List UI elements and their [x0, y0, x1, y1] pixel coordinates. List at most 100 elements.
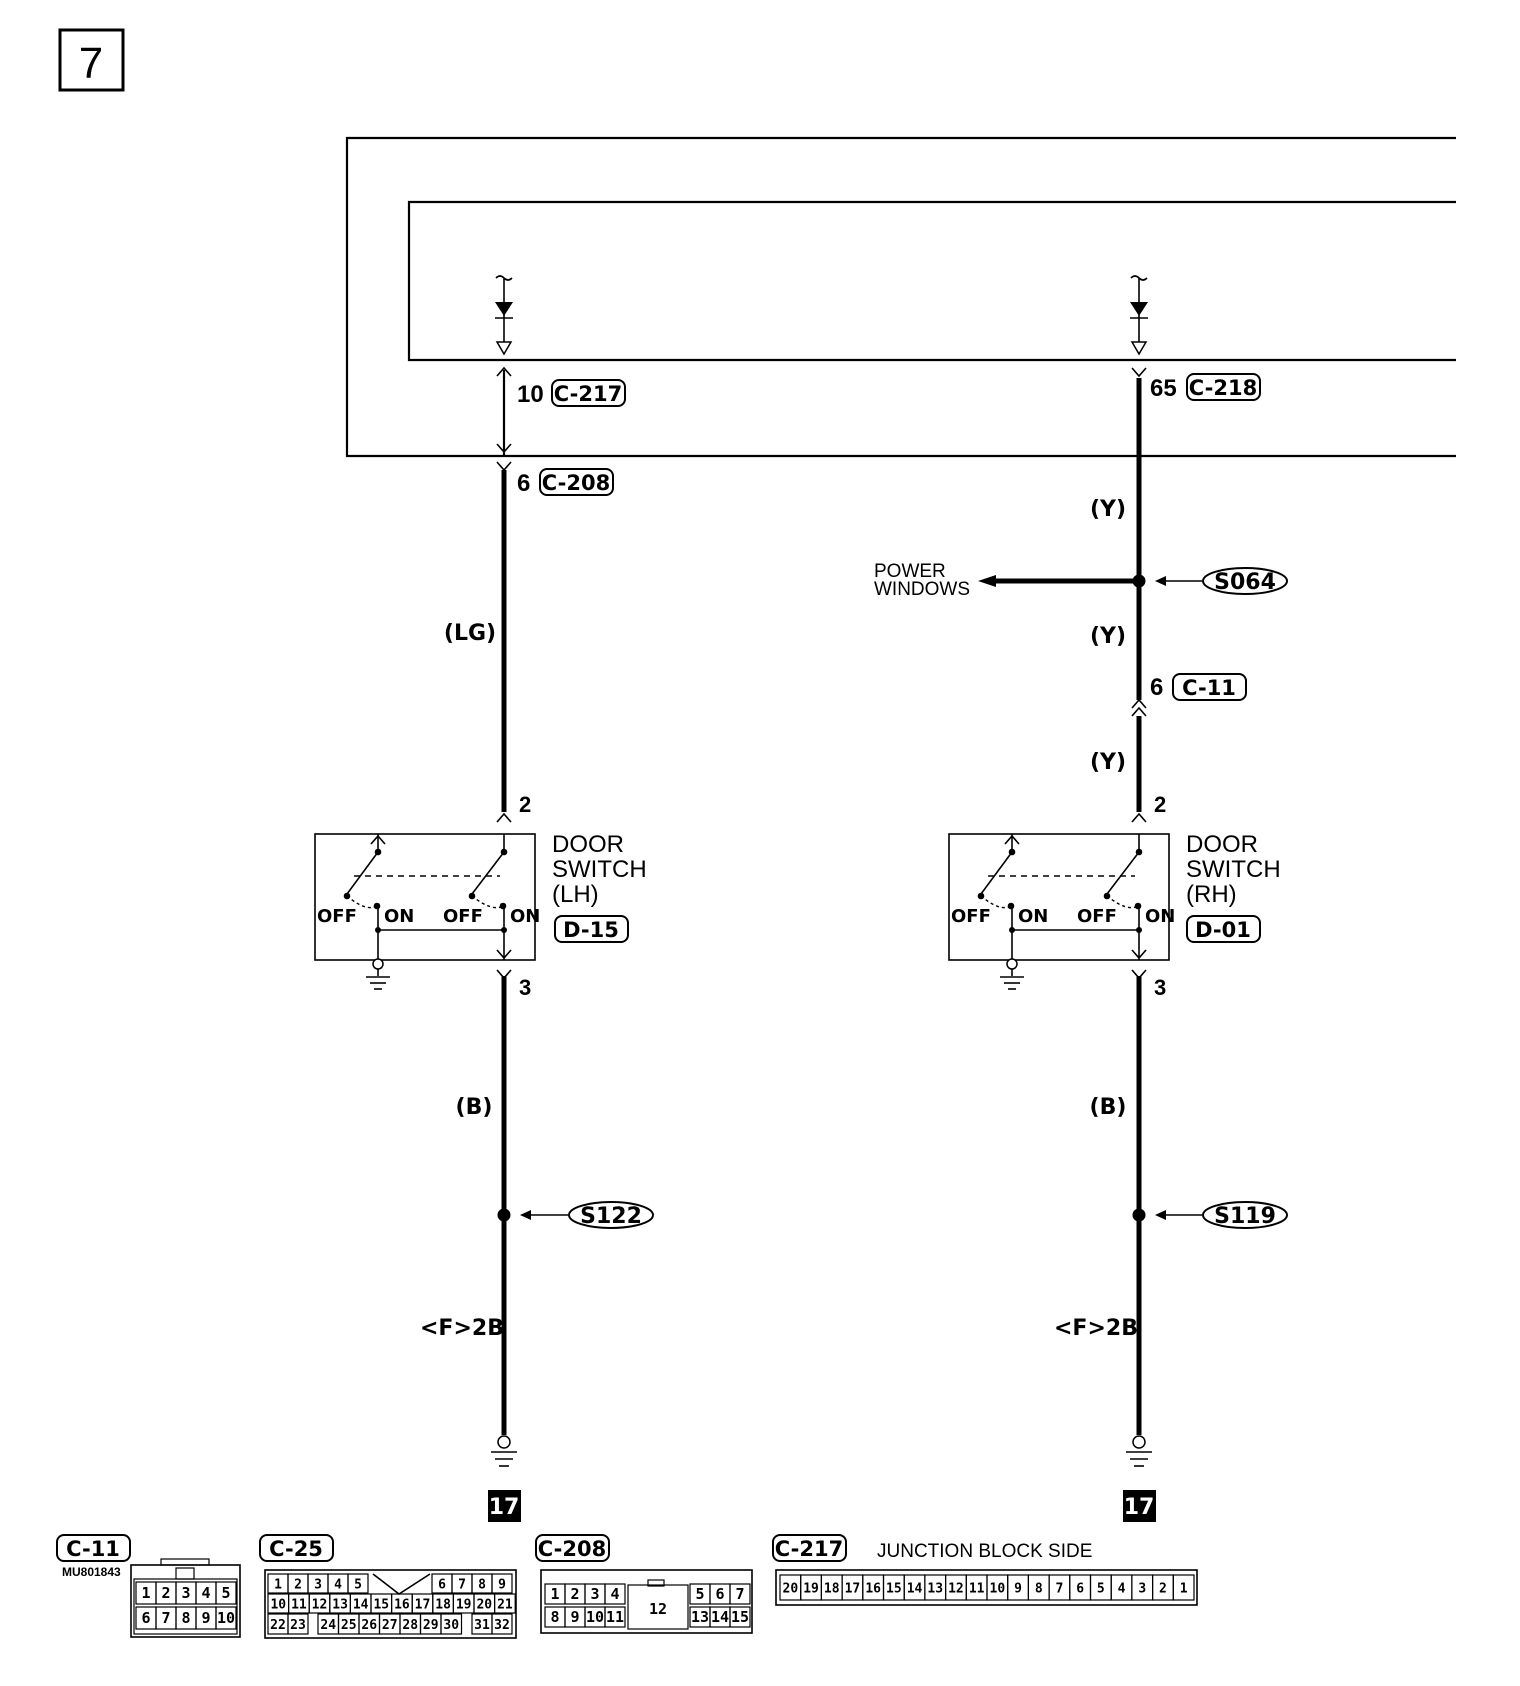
splice-s064-label: S064	[1214, 570, 1276, 595]
pin-number: 16	[865, 1582, 881, 1597]
pin-number: 7	[1056, 1582, 1064, 1597]
pin-number: 2	[570, 1585, 579, 1603]
pin-number: 29	[423, 1618, 439, 1633]
pin-number: 7	[161, 1609, 170, 1627]
svg-text:17: 17	[1124, 1495, 1155, 1520]
c11-label: C-11	[1182, 676, 1236, 700]
pin-cell	[287, 1613, 309, 1635]
pin-number: 10	[217, 1609, 235, 1627]
ref-page-right	[1123, 1490, 1156, 1522]
pin-number: 7	[735, 1585, 744, 1603]
pin-number: 6	[141, 1609, 150, 1627]
pin-number: 9	[498, 1578, 506, 1593]
svg-text:C-217: C-217	[775, 1537, 843, 1561]
switch-lh-name-1: DOOR	[552, 831, 624, 858]
svg-text:12: 12	[649, 1600, 667, 1618]
svg-text:MU801843: MU801843	[62, 1565, 121, 1579]
pin-number: 6	[1076, 1582, 1084, 1597]
pin-number: 14	[711, 1608, 729, 1626]
switch-lh-ground-icon	[366, 958, 390, 990]
pin-number: 17	[845, 1582, 861, 1597]
pin-cell	[604, 1583, 626, 1605]
inner-unit-box	[407, 200, 1456, 362]
pin-number: 25	[341, 1618, 357, 1633]
svg-text:C-25: C-25	[269, 1537, 323, 1561]
page-number: 7	[58, 28, 125, 92]
ref-page-left	[488, 1490, 521, 1522]
pin-number: 11	[291, 1598, 307, 1613]
pin-number: 11	[606, 1608, 624, 1626]
svg-text:JUNCTION BLOCK SIDE: JUNCTION BLOCK SIDE	[877, 1541, 1092, 1562]
wire-color-y-1: (Y)	[1090, 497, 1126, 522]
pin-number: 2	[1159, 1582, 1167, 1597]
pin-number: 5	[1097, 1582, 1105, 1597]
c11-pin: 6	[1150, 674, 1163, 701]
door-switch-rh-box	[948, 833, 1170, 961]
ground-right-label: <F>2B	[1054, 1316, 1138, 1341]
splice-s064-dot	[1132, 574, 1146, 588]
pin-number: 13	[332, 1598, 348, 1613]
power-windows-line2: WINDOWS	[874, 579, 970, 600]
pin-number: 21	[497, 1598, 513, 1613]
pin-number: 19	[456, 1598, 472, 1613]
diode-left-icon	[495, 275, 513, 356]
switch-rh-on2: ON	[1145, 906, 1175, 927]
switch-lh-pin-bottom: 3	[519, 975, 531, 1000]
splice-s122-dot	[497, 1208, 511, 1222]
pin-number: 7	[458, 1578, 466, 1593]
pin-cell	[1172, 1574, 1195, 1601]
pin-number: 31	[474, 1618, 490, 1633]
wire-color-y-3: (Y)	[1090, 750, 1126, 775]
power-windows-line1: POWER	[874, 561, 946, 582]
pin-number: 3	[590, 1585, 599, 1603]
pin-number: 6	[438, 1578, 446, 1593]
pin-number: 16	[394, 1598, 410, 1613]
pin-number: 5	[695, 1585, 704, 1603]
pin-cell	[729, 1606, 751, 1628]
pin-number: 5	[221, 1584, 230, 1602]
pin-number: 24	[320, 1618, 336, 1633]
pin-number: 20	[476, 1598, 492, 1613]
pin-number: 13	[691, 1608, 709, 1626]
pin-number: 18	[435, 1598, 451, 1613]
door-switch-lh-box	[314, 833, 536, 961]
c217-pin: 10	[517, 381, 544, 408]
pin-number: 18	[824, 1582, 840, 1597]
ground-left-icon	[491, 1435, 517, 1467]
wire-color-b-left: (B)	[456, 1095, 493, 1120]
pin-number: 19	[803, 1582, 819, 1597]
pin-number: 17	[415, 1598, 431, 1613]
svg-text:7: 7	[79, 39, 103, 88]
c218-label: C-218	[1189, 376, 1257, 400]
switch-lh-pin-top: 2	[519, 792, 531, 817]
pin-cell	[491, 1573, 513, 1594]
pin-number: 30	[443, 1618, 459, 1633]
pin-number: 22	[270, 1618, 286, 1633]
switch-contacts-lh-icon	[343, 834, 512, 960]
pin-number: 1	[274, 1578, 282, 1593]
pin-number: 8	[550, 1608, 559, 1626]
wire-color-y-2: (Y)	[1090, 624, 1126, 649]
pin-number: 4	[201, 1584, 210, 1602]
svg-text:17: 17	[489, 1495, 520, 1520]
switch-lh-name-3: (LH)	[552, 881, 599, 908]
splice-s119-dot	[1132, 1208, 1146, 1222]
pin-number: 20	[783, 1582, 799, 1597]
svg-text:C-11: C-11	[66, 1537, 120, 1561]
pin-number: 23	[290, 1618, 306, 1633]
outer-unit-box	[345, 136, 1456, 458]
pin-number: 28	[402, 1618, 418, 1633]
diode-right-icon	[1130, 275, 1148, 356]
switch-lh-off1: OFF	[317, 906, 357, 927]
pin-number: 4	[610, 1585, 619, 1603]
switch-rh-pin-bottom: 3	[1154, 975, 1166, 1000]
pin-number: 15	[731, 1608, 749, 1626]
pin-number: 10	[586, 1608, 604, 1626]
switch-rh-off2: OFF	[1077, 906, 1117, 927]
pin-cell	[215, 1606, 237, 1630]
pin-cell	[215, 1581, 237, 1605]
